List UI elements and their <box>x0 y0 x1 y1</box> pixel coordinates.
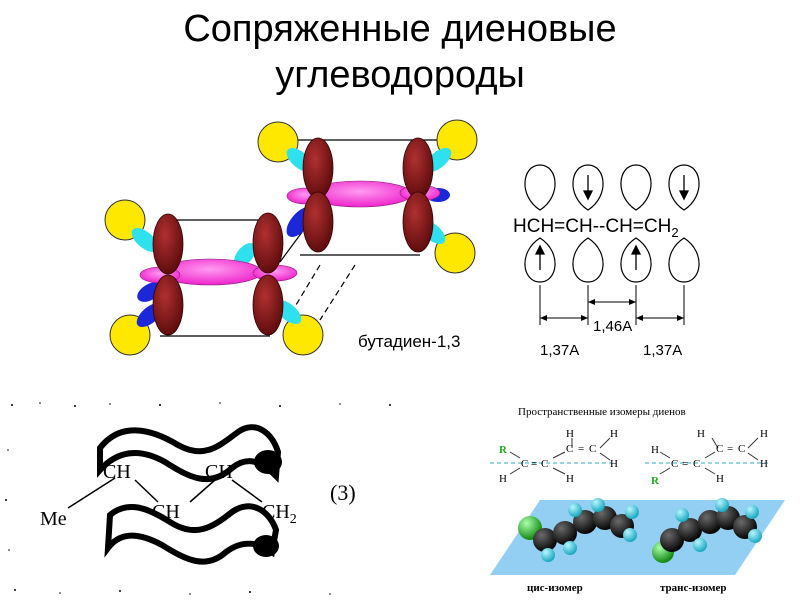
trans-bond-2: = <box>727 443 733 455</box>
ch-lower: CH <box>152 501 180 523</box>
equation-number: (3) <box>330 480 356 505</box>
ch-upper-left: CH <box>103 461 131 483</box>
dimension-lines <box>539 285 685 325</box>
cis-h-2: H <box>566 473 574 485</box>
cis-h-3: H <box>566 428 574 440</box>
cis-h-1: H <box>499 473 507 485</box>
lower-pi-cloud <box>104 503 280 565</box>
cis-c-4: C <box>589 443 596 455</box>
spatial-isomers-panel: Пространственные изомеры диенов R H C = … <box>490 406 785 594</box>
right-bond-length: 1,37A <box>643 342 682 359</box>
slide-title: Сопряженные диеновые углеводороды <box>0 6 800 98</box>
trans-h-3: H <box>697 428 705 440</box>
left-bond-length: 1,37A <box>540 342 579 359</box>
trans-h-4: H <box>760 428 768 440</box>
cis-bond-1: = <box>531 458 537 470</box>
scan-speckles <box>5 402 391 595</box>
dimension-arrowheads <box>540 299 684 321</box>
middle-bond-length: 1,46A <box>593 318 632 335</box>
butadiene-conformation: Me CH CH CH CH2 (3) <box>5 402 391 595</box>
cis-h-4: H <box>610 428 618 440</box>
cis-isomer-label: цис-изомер <box>527 582 583 594</box>
cis-c-3: C <box>566 443 573 455</box>
trans-c-2: C <box>693 458 700 470</box>
trans-space-filling-model <box>652 498 762 563</box>
trans-h-5: H <box>760 458 768 470</box>
title-line-2: углеводороды <box>275 54 525 96</box>
trans-c-1: C <box>671 458 678 470</box>
upper-pi-cloud <box>97 424 282 483</box>
title-line-1: Сопряженные диеновые <box>183 8 617 50</box>
butadiene-orbital-model: бутадиен-1,3 <box>104 119 478 356</box>
butadiene-formula: HCH=CH--CH=CH2 <box>513 216 679 240</box>
ch-upper-right: CH <box>205 461 233 483</box>
cis-r-group: R <box>499 444 508 456</box>
methyl-label: Me <box>40 508 67 530</box>
trans-structural-formula: H R C = C H C = C H H H <box>645 428 770 487</box>
cis-space-filling-model <box>518 498 639 562</box>
trans-h-2: H <box>716 473 724 485</box>
upper-cloud-end <box>254 450 282 474</box>
cis-c-2: C <box>541 458 548 470</box>
butadiene-label: бутадиен-1,3 <box>358 332 460 351</box>
trans-r-group: R <box>651 475 660 487</box>
cis-bond-2: = <box>578 443 584 455</box>
trans-c-3: C <box>716 443 723 455</box>
cis-h-5: H <box>610 458 618 470</box>
lower-cloud-end <box>253 535 279 557</box>
trans-bond-1: = <box>682 458 688 470</box>
p-orbitals <box>152 137 434 336</box>
trans-h-1: H <box>651 444 659 456</box>
isomers-heading: Пространственные изомеры диенов <box>518 406 686 418</box>
electron-spin-arrows <box>534 175 690 270</box>
cis-structural-formula: R H C = C H C = C H H H <box>490 428 618 485</box>
skeleton-bonds <box>67 477 263 509</box>
trans-c-4: C <box>738 443 745 455</box>
cis-c-1: C <box>521 458 528 470</box>
ch2-label: CH2 <box>262 501 297 527</box>
p-orbital-outlines <box>524 164 700 283</box>
bond-length-scheme: HCH=CH--CH=CH2 1,46A 1,37A 1,37A <box>513 164 700 359</box>
trans-isomer-label: транс-изомер <box>660 582 727 594</box>
